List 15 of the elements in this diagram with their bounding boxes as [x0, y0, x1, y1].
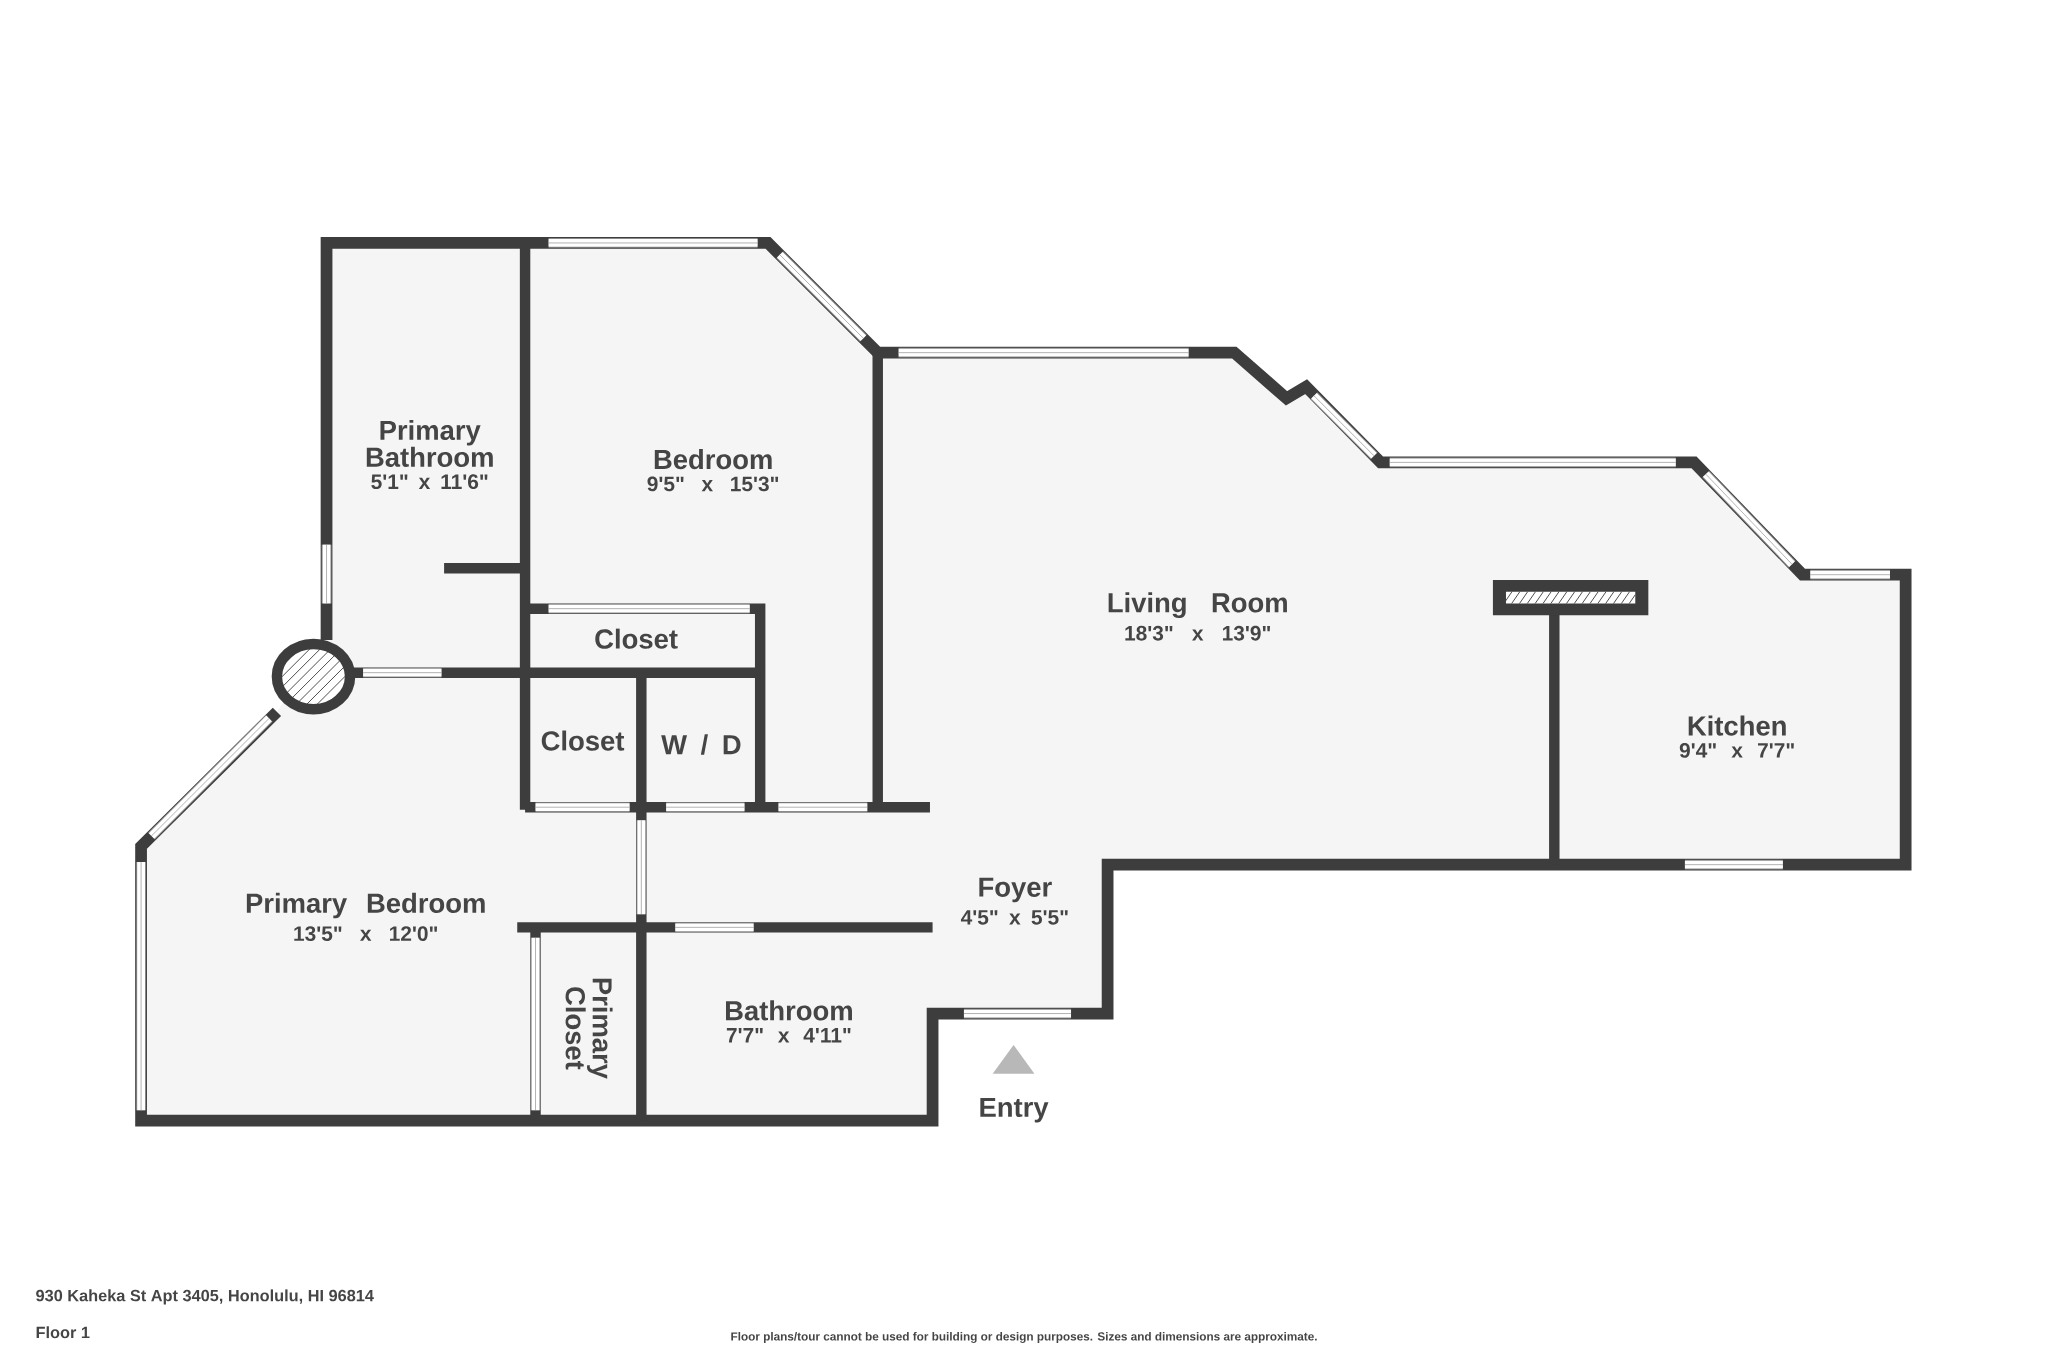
room-label: W / D [661, 734, 741, 755]
floor-label: Floor 1 [36, 1326, 90, 1339]
room-label: Primary Bedroom 13'5" x 12'0" [246, 892, 485, 942]
room-label: Living Room 18'3" x 13'9" [1108, 592, 1287, 641]
room-label: Closet [595, 628, 678, 649]
room-label: Bathroom 7'7" x 4'11" [726, 1000, 852, 1043]
room-label: Closet [541, 730, 625, 751]
disclaimer-text: Floor plans/tour cannot be used for building or design purposes. Sizes and dimensions are approximate. [731, 1332, 1317, 1344]
room-label: Foyer 4'5" x 5'5" [960, 877, 1068, 925]
room-label: Primary Bathroom 5'1" x 11'6" [366, 420, 493, 490]
room-label: Primary Closet [565, 978, 613, 1079]
address-text: 930 Kaheka St Apt 3405, Honolulu, HI 96814 [36, 1289, 374, 1305]
entry-label: Entry [980, 1098, 1049, 1123]
room-label: Bedroom 9'5" x 15'3" [647, 449, 779, 492]
room-label: Kitchen 9'4" x 7'7" [1679, 715, 1794, 758]
